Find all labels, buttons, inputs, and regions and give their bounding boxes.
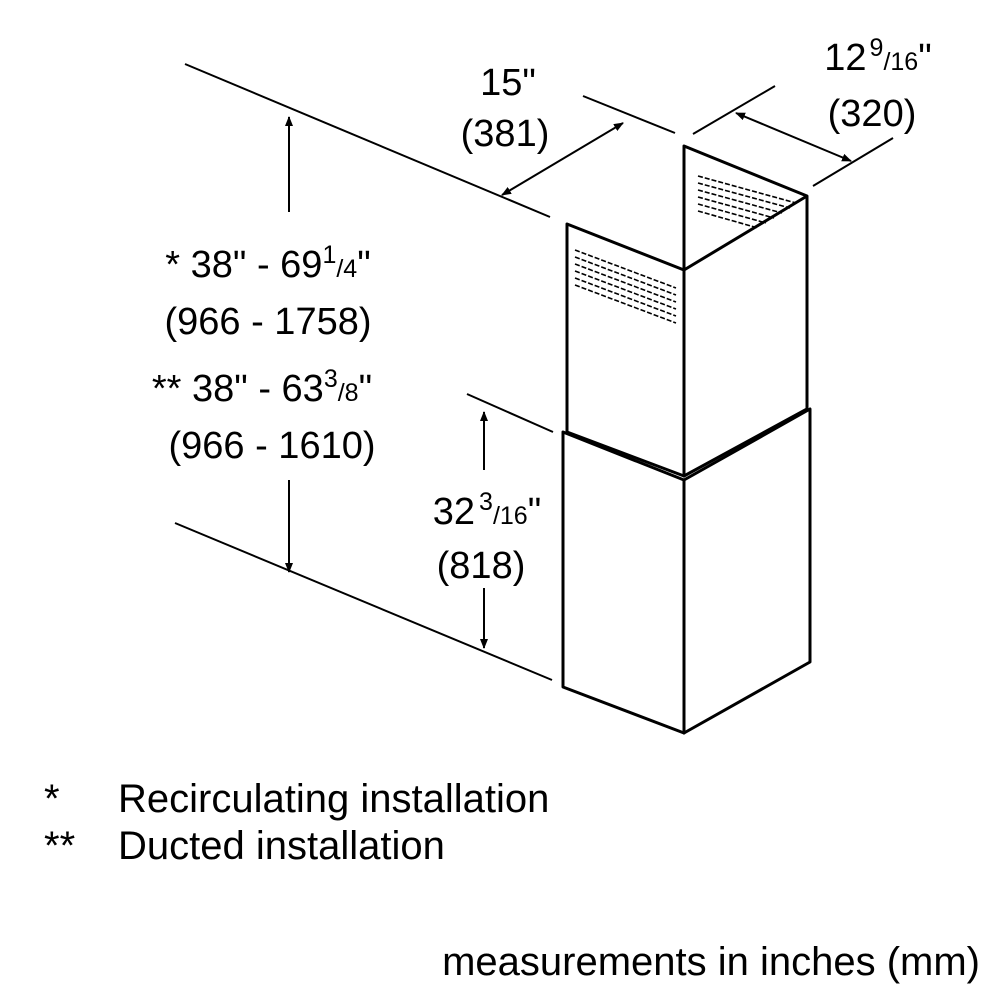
ceiling-reference-line xyxy=(184,63,551,218)
depth-inches-label: 15" xyxy=(480,62,536,104)
lower-section-side-face xyxy=(682,407,812,735)
legend-symbol-ducted: ** xyxy=(44,824,75,868)
depth-mm-label: (381) xyxy=(461,113,550,155)
ducted-height-mm-label: (966 - 1610) xyxy=(168,425,375,467)
recirc-height-inches-label: * 38" - 691/4" xyxy=(165,241,370,286)
front-vent-slots xyxy=(574,249,677,324)
width-arrow xyxy=(735,112,852,162)
lower-section-top-line xyxy=(466,393,554,433)
legend: * Recirculating installation ** Ducted i… xyxy=(44,777,549,868)
width-mm-label: (320) xyxy=(828,93,917,135)
width-extension-line-left xyxy=(692,85,776,135)
lower-section-mm-label: (818) xyxy=(437,545,526,587)
legend-label-recirculating: Recirculating installation xyxy=(118,777,549,821)
depth-arrow xyxy=(501,122,624,196)
width-extension-line-right xyxy=(812,137,894,187)
ducted-height-inches-label: ** 38" - 633/8" xyxy=(152,365,372,410)
dimension-arrows xyxy=(285,112,852,649)
floor-reference-line xyxy=(174,522,553,681)
depth-extension-line xyxy=(582,95,676,134)
back-vent-slots xyxy=(697,175,797,229)
chimney-body xyxy=(561,144,812,735)
measurement-units-note: measurements in inches (mm) xyxy=(442,940,980,984)
recirc-height-mm-label: (966 - 1758) xyxy=(164,301,371,343)
lower-section-front-face xyxy=(561,430,686,735)
legend-label-ducted: Ducted installation xyxy=(118,824,445,868)
upper-section-top-edge xyxy=(683,194,808,272)
upper-section-front-face xyxy=(565,222,686,478)
legend-symbol-recirculating: * xyxy=(44,777,60,821)
extension-lines xyxy=(174,63,894,681)
